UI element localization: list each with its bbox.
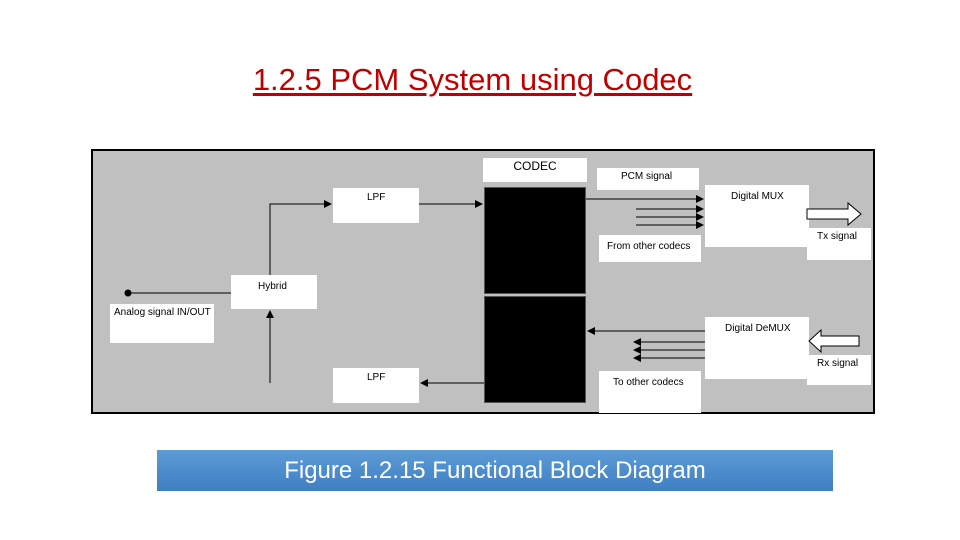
lpf-bottom-label: LPF xyxy=(367,372,386,383)
rx-signal-label: Rx signal xyxy=(817,358,859,369)
from-other-codecs-label: From other codecs xyxy=(607,241,691,252)
rx-signal-box: Rx signal xyxy=(807,355,871,385)
to-other-codecs-box: To other codecs xyxy=(599,371,701,413)
figure-caption: Figure 1.2.15 Functional Block Diagram xyxy=(157,450,833,491)
from-other-codecs-box: From other codecs xyxy=(599,235,701,262)
hybrid-block: Hybrid xyxy=(231,275,317,309)
lpf-top-label: LPF xyxy=(367,192,386,203)
digital-mux-block: Digital MUX xyxy=(705,185,809,247)
digital-demux-label: Digital DeMUX xyxy=(725,323,791,334)
hybrid-to-lpf-wire xyxy=(269,200,332,275)
hybrid-label: Hybrid xyxy=(258,281,287,292)
slide-title: 1.2.5 PCM System using Codec xyxy=(252,62,693,97)
pcm-signal-box: PCM signal xyxy=(597,168,699,190)
signal-wires xyxy=(124,195,862,387)
analog-signal-box: Analog signal IN/OUT xyxy=(110,304,214,343)
digital-demux-block: Digital DeMUX xyxy=(705,317,809,379)
codec-lower-block xyxy=(484,296,586,403)
tx-signal-box: Tx signal xyxy=(807,228,871,260)
block-diagram: CODEC PCM signal LPF Digital MUX Tx sign… xyxy=(91,149,875,414)
lpf-top-block: LPF xyxy=(333,188,419,223)
tx-signal-label: Tx signal xyxy=(817,231,858,242)
codec-label: CODEC xyxy=(513,159,557,173)
digital-mux-label: Digital MUX xyxy=(731,191,784,202)
rx-arrow-icon xyxy=(808,328,860,354)
codec-upper-block xyxy=(484,187,586,294)
tx-arrow-icon xyxy=(806,201,862,227)
pcm-signal-label: PCM signal xyxy=(621,171,673,182)
analog-signal-label: Analog signal IN/OUT xyxy=(114,307,211,318)
codec-label-box: CODEC xyxy=(483,158,587,182)
to-other-codecs-label: To other codecs xyxy=(613,377,684,388)
lpf-bottom-block: LPF xyxy=(333,368,419,403)
